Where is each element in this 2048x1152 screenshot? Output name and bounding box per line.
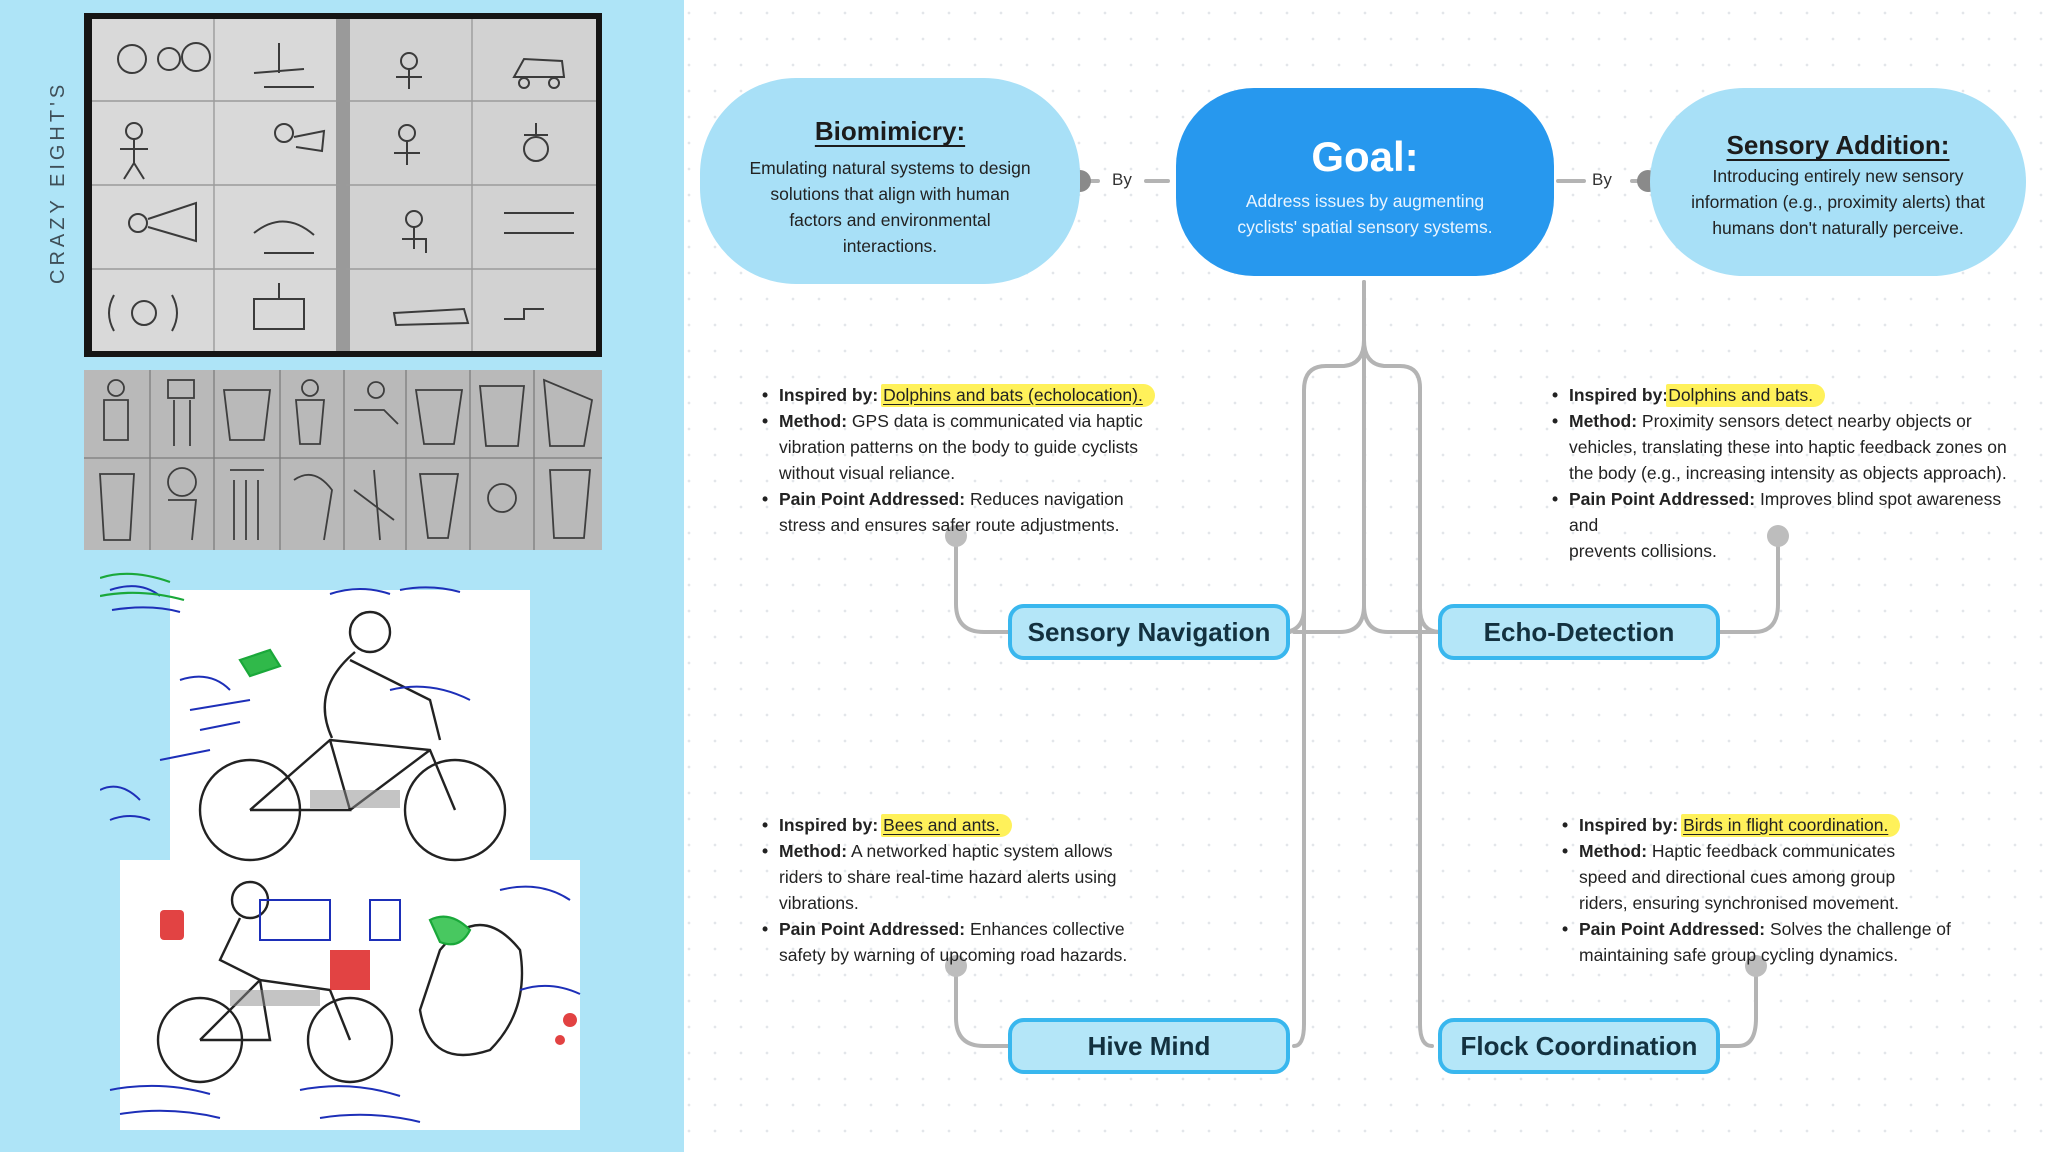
note-inspired: Inspired by: Dolphins and bats (echoloca… <box>762 382 1182 408</box>
note-inspired: Inspired by: Bees and ants. <box>762 812 1182 838</box>
by-label-left: By <box>1112 170 1132 190</box>
sensory-addition-line-2: information (e.g., proximity alerts) tha… <box>1650 189 2026 215</box>
inspired-highlight: Dolphins and bats (echolocation). <box>883 385 1143 405</box>
goal-line-2: cyclists' spatial sensory systems. <box>1176 214 1554 240</box>
goal-line-1: Address issues by augmenting <box>1176 188 1554 214</box>
biomimicry-line-3: factors and environmental <box>700 207 1080 233</box>
biomimicry-bubble[interactable]: Biomimicry: Emulating natural systems to… <box>700 78 1080 284</box>
cyclist-concept-sketch <box>100 570 600 1140</box>
sensory-addition-line-1: Introducing entirely new sensory <box>1650 163 2026 189</box>
biomimicry-line-4: interactions. <box>700 233 1080 259</box>
sensory-navigation-node[interactable]: Sensory Navigation <box>1008 604 1290 660</box>
crazy-eights-label: CRAZY EIGHT'S <box>47 81 70 284</box>
right-trunk-down <box>1420 388 1432 1046</box>
notebook-sketch-photo <box>84 13 602 357</box>
flock-coordination-notes: Inspired by: Birds in flight coordinatio… <box>1562 812 2002 968</box>
note-pain-point: Pain Point Addressed: Enhances collectiv… <box>762 916 1182 968</box>
goal-title: Goal: <box>1176 134 1554 180</box>
goal-bubble[interactable]: Goal: Address issues by augmenting cycli… <box>1176 88 1554 276</box>
note-method: Method: Proximity sensors detect nearby … <box>1552 408 2032 486</box>
biomimicry-line-2: solutions that align with human <box>700 181 1080 207</box>
note-pain-point: Pain Point Addressed: Solves the challen… <box>1562 916 2002 968</box>
echo-detection-notes: Inspired by:Dolphins and bats. Method: P… <box>1552 382 2032 564</box>
sensory-addition-bubble[interactable]: Sensory Addition: Introducing entirely n… <box>1650 88 2026 276</box>
note-pain-point: Pain Point Addressed: Improves blind spo… <box>1552 486 2032 564</box>
inspired-highlight: Dolphins and bats. <box>1668 385 1813 405</box>
biomimicry-title: Biomimicry: <box>700 116 1080 147</box>
note-method: Method: A networked haptic system allows… <box>762 838 1182 916</box>
biomimicry-line-1: Emulating natural systems to design <box>700 155 1080 181</box>
note-inspired: Inspired by: Birds in flight coordinatio… <box>1562 812 2002 838</box>
trunk-connector-left <box>1282 340 1364 632</box>
figure-sketch-strip <box>84 370 602 550</box>
sensory-addition-title: Sensory Addition: <box>1650 130 2026 161</box>
sensory-addition-line-3: humans don't naturally perceive. <box>1650 215 2026 241</box>
sensory-navigation-notes: Inspired by: Dolphins and bats (echoloca… <box>762 382 1182 538</box>
hive-mind-link <box>956 966 1008 1046</box>
by-label-right: By <box>1592 170 1612 190</box>
flock-coordination-link <box>1720 966 1756 1046</box>
note-method: Method: GPS data is communicated via hap… <box>762 408 1182 486</box>
note-inspired: Inspired by:Dolphins and bats. <box>1552 382 2032 408</box>
flock-coordination-node[interactable]: Flock Coordination <box>1438 1018 1720 1074</box>
inspired-highlight: Bees and ants. <box>883 815 1000 835</box>
inspired-highlight: Birds in flight coordination. <box>1683 815 1888 835</box>
hive-mind-notes: Inspired by: Bees and ants. Method: A ne… <box>762 812 1182 968</box>
left-trunk-down <box>1294 390 1304 1046</box>
sketch-sidebar: CRAZY EIGHT'S <box>0 0 684 1152</box>
trunk-connector <box>1364 282 1440 632</box>
note-method: Method: Haptic feedback communicatesspee… <box>1562 838 2002 916</box>
hive-mind-node[interactable]: Hive Mind <box>1008 1018 1290 1074</box>
echo-detection-node[interactable]: Echo-Detection <box>1438 604 1720 660</box>
sensory-navigation-link <box>956 536 1008 632</box>
note-pain-point: Pain Point Addressed: Reduces navigation… <box>762 486 1182 538</box>
